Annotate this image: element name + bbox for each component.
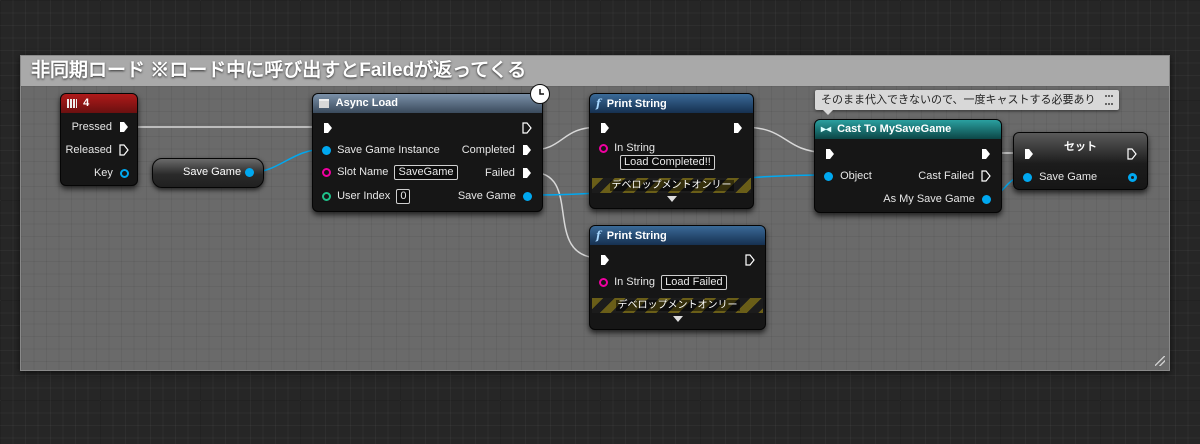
async-load-title: Async Load — [335, 97, 399, 109]
key-event-node[interactable]: 4 Pressed Released Key — [60, 93, 138, 186]
development-only-label: デベロップメントオンリー — [615, 300, 740, 311]
pin-object[interactable]: Object — [824, 168, 872, 184]
development-only-banner: デベロップメントオンリー — [592, 298, 763, 313]
wire-failed-to-print2 — [530, 171, 601, 259]
print-string-header-2: f Print String — [590, 226, 765, 245]
pin-as-my-save-game-label: As My Save Game — [883, 193, 975, 205]
pin-pressed-label: Pressed — [71, 121, 112, 133]
pin-cast-failed[interactable]: Cast Failed — [918, 168, 991, 184]
exec-out-pin[interactable] — [1127, 146, 1137, 162]
development-only-label: デベロップメントオンリー — [609, 180, 734, 191]
exec-out-pin[interactable] — [733, 120, 743, 136]
pin-object-label: Object — [840, 170, 872, 182]
pin-set-save-game-out[interactable] — [1128, 169, 1137, 185]
pin-user-index-label: User Index — [337, 190, 391, 202]
pin-in-string-label: In String — [614, 142, 656, 154]
chevron-down-icon[interactable] — [672, 316, 683, 322]
object-out-pin-icon[interactable] — [523, 191, 532, 201]
variable-label: Save Game — [183, 166, 242, 178]
pin-save-game-out[interactable]: Save Game — [458, 188, 532, 204]
set-variable-node[interactable]: セット Save Game — [1013, 132, 1148, 190]
exec-in-pin[interactable] — [825, 146, 835, 162]
pin-pressed[interactable]: Pressed — [72, 119, 129, 135]
print-string-node-1[interactable]: f Print String In String Load Completed!… — [589, 93, 754, 209]
pin-failed-label: Failed — [484, 167, 515, 179]
pin-set-save-game-label: Save Game — [1039, 171, 1098, 183]
object-in-pin-icon[interactable] — [322, 145, 331, 155]
object-out-pin-icon[interactable] — [982, 194, 991, 204]
struct-pin-icon[interactable] — [120, 168, 129, 178]
pin-released[interactable]: Released — [65, 142, 129, 158]
pin-completed[interactable]: Completed — [462, 142, 532, 158]
key-event-title: 4 — [83, 97, 90, 109]
cast-to-header: ▸◂ Cast To MySaveGame — [815, 120, 1001, 139]
pin-slot-name-label: Slot Name — [337, 166, 389, 178]
pin-failed[interactable]: Failed — [485, 165, 532, 181]
async-load-header: Async Load — [313, 94, 542, 113]
pin-save-game-instance-label: Save Game Instance — [337, 144, 440, 156]
pin-save-game-out-label: Save Game — [457, 190, 516, 202]
function-f-icon: f — [596, 229, 601, 242]
user-index-input[interactable]: 0 — [396, 188, 411, 204]
print-string-title-1: Print String — [606, 98, 667, 110]
pin-in-string[interactable]: In String — [599, 140, 655, 156]
cast-to-title: Cast To MySaveGame — [837, 123, 952, 135]
pin-cast-failed-label: Cast Failed — [918, 170, 974, 182]
print-string-header-1: f Print String — [590, 94, 753, 113]
print-string-node-2[interactable]: f Print String In String Load Failed デベロ… — [589, 225, 766, 330]
async-load-node[interactable]: Async Load Save Game Instance Slot Name … — [312, 84, 550, 212]
int-in-pin-icon[interactable] — [322, 191, 331, 201]
string-in-pin-icon[interactable] — [599, 143, 608, 153]
function-f-icon: f — [596, 97, 601, 110]
cast-arrow-icon: ▸◂ — [821, 124, 832, 135]
pin-in-string-label: In String — [614, 276, 656, 288]
cast-node-comment-bubble: そのまま代入できないので、一度キャストする必要あり — [815, 90, 1119, 115]
string-in-pin-icon[interactable] — [599, 277, 608, 287]
comment-bubble-arrow — [823, 110, 833, 115]
exec-in-pin[interactable] — [600, 120, 610, 136]
pin-key[interactable]: Key — [94, 165, 129, 181]
exec-in-pin[interactable] — [323, 120, 333, 136]
pin-comment-icon[interactable] — [1104, 95, 1113, 106]
resize-grip-icon[interactable] — [1155, 356, 1165, 366]
object-out-pin-icon[interactable] — [245, 168, 254, 177]
async-node-icon — [319, 98, 329, 108]
pin-released-label: Released — [65, 144, 112, 156]
save-game-variable-node[interactable]: Save Game — [152, 158, 264, 188]
print-string-title-2: Print String — [606, 230, 667, 242]
object-in-pin-icon[interactable] — [1023, 172, 1032, 182]
in-string-value-row[interactable]: Load Completed!! — [620, 154, 715, 170]
pin-completed-label: Completed — [461, 144, 515, 156]
chevron-down-icon[interactable] — [666, 196, 677, 202]
exec-out-pin[interactable] — [522, 120, 532, 136]
string-in-pin-icon[interactable] — [322, 167, 331, 177]
pin-in-string[interactable]: In String Load Failed — [599, 274, 727, 290]
exec-out-pin[interactable] — [745, 252, 755, 268]
pin-key-label: Key — [93, 167, 113, 179]
pin-slot-name[interactable]: Slot Name SaveGame — [322, 164, 458, 180]
object-in-pin-icon[interactable] — [824, 171, 833, 181]
slot-name-input[interactable]: SaveGame — [394, 164, 458, 180]
exec-in-pin[interactable] — [600, 252, 610, 268]
latent-clock-icon — [530, 84, 550, 104]
cast-to-node[interactable]: ▸◂ Cast To MySaveGame Object Cast Failed… — [814, 119, 1002, 213]
pin-user-index[interactable]: User Index 0 — [322, 188, 411, 204]
set-node-title: セット — [1064, 141, 1097, 153]
keyboard-event-icon — [67, 98, 77, 108]
pin-save-game-instance[interactable]: Save Game Instance — [322, 142, 440, 158]
cast-node-comment-text: そのまま代入できないので、一度キャストする必要あり — [821, 94, 1096, 106]
pin-as-my-save-game[interactable]: As My Save Game — [883, 191, 991, 207]
in-string-input[interactable]: Load Failed — [661, 274, 727, 290]
key-event-header: 4 — [61, 94, 137, 113]
object-out-pin-icon[interactable] — [1128, 172, 1137, 182]
development-only-banner: デベロップメントオンリー — [592, 178, 751, 193]
exec-in-pin[interactable] — [1024, 146, 1034, 162]
wire-print1-to-cast — [740, 126, 827, 154]
comment-title[interactable]: 非同期ロード ※ロード中に呼び出すとFailedが返ってくる — [21, 56, 1169, 86]
exec-out-pin[interactable] — [981, 146, 991, 162]
in-string-input[interactable]: Load Completed!! — [620, 154, 715, 170]
pin-set-save-game[interactable]: Save Game — [1023, 169, 1097, 185]
